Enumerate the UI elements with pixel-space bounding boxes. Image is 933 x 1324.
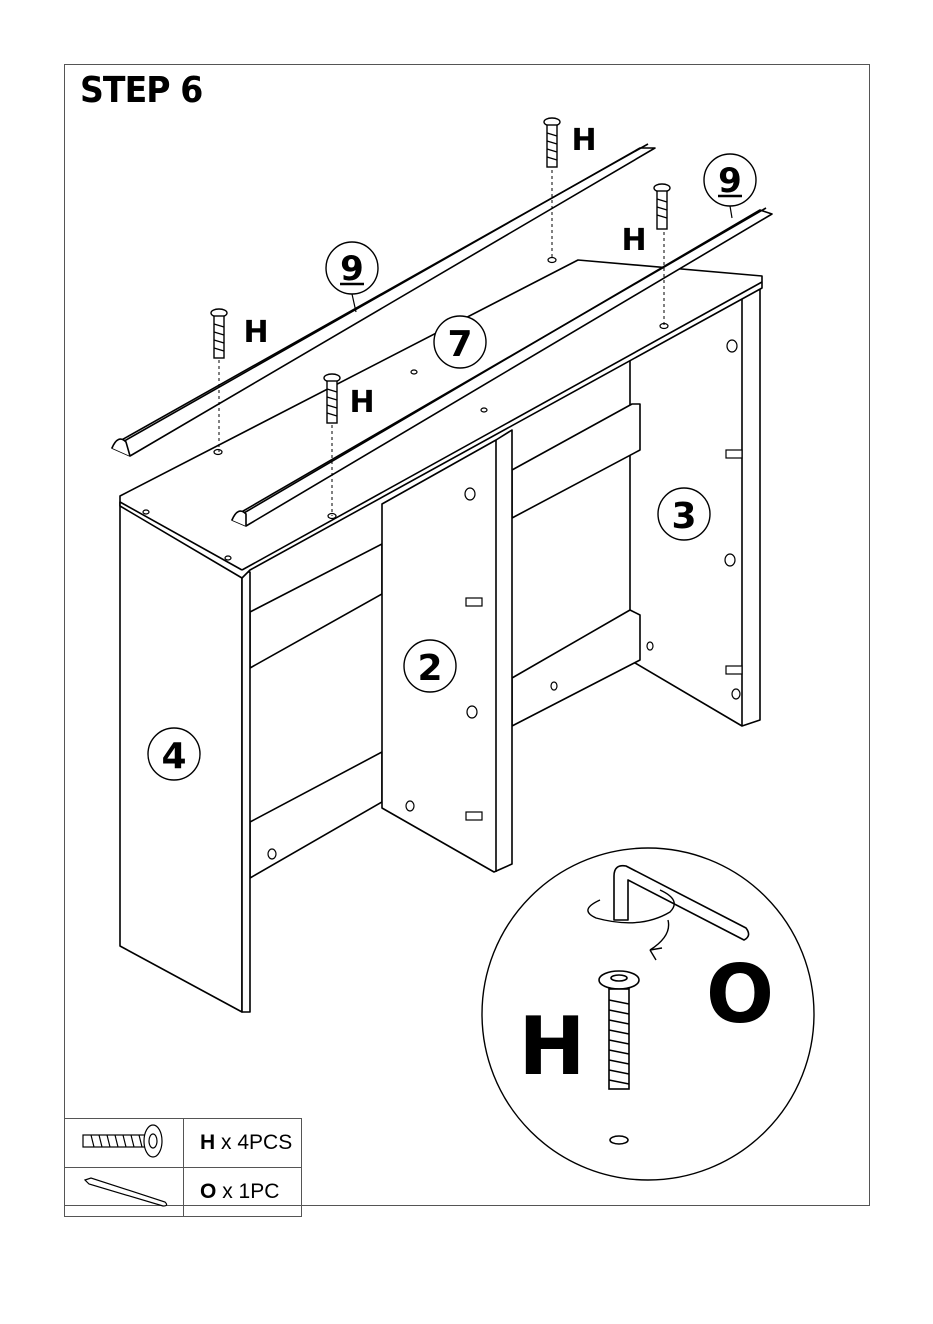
part-9-right-label: 9 bbox=[718, 161, 742, 201]
parts-row: O x 1PC bbox=[65, 1168, 302, 1217]
screw-h-3 bbox=[544, 118, 560, 167]
screw-icon bbox=[65, 1119, 183, 1162]
front-rail-upper bbox=[250, 544, 382, 668]
detail-h-label: H bbox=[519, 1000, 586, 1093]
back-rail-upper bbox=[512, 404, 640, 518]
back-rail-lower bbox=[512, 610, 640, 726]
parts-qty: x 1PC bbox=[222, 1180, 279, 1203]
screw-h-2 bbox=[324, 374, 340, 423]
part-9-left-label: 9 bbox=[340, 249, 364, 289]
part-4-label: 4 bbox=[161, 736, 186, 777]
screw-h-label-4: H bbox=[621, 223, 646, 258]
parts-qty: x 4PCS bbox=[221, 1131, 292, 1154]
part-3-label: 3 bbox=[671, 496, 696, 537]
parts-row: H x 4PCS bbox=[65, 1119, 302, 1168]
parts-letter: O bbox=[200, 1180, 216, 1203]
front-rail-lower bbox=[250, 752, 382, 878]
detail-o-label: O bbox=[706, 948, 774, 1041]
screw-h-label-3: H bbox=[571, 123, 596, 158]
parts-icon-cell bbox=[65, 1168, 184, 1217]
parts-letter: H bbox=[200, 1131, 215, 1154]
allen-key-icon bbox=[65, 1168, 183, 1211]
screw-h-1 bbox=[211, 309, 227, 358]
part-2-label: 2 bbox=[417, 648, 442, 689]
screw-h-label-2: H bbox=[349, 385, 374, 420]
screw-h-4 bbox=[654, 184, 670, 229]
parts-label-cell: O x 1PC bbox=[184, 1168, 302, 1217]
part-7-label: 7 bbox=[447, 324, 472, 365]
parts-table: H x 4PCS O x 1PC bbox=[64, 1118, 302, 1217]
parts-icon-cell bbox=[65, 1119, 184, 1168]
parts-label-cell: H x 4PCS bbox=[184, 1119, 302, 1168]
screw-h-label-1: H bbox=[243, 315, 268, 350]
